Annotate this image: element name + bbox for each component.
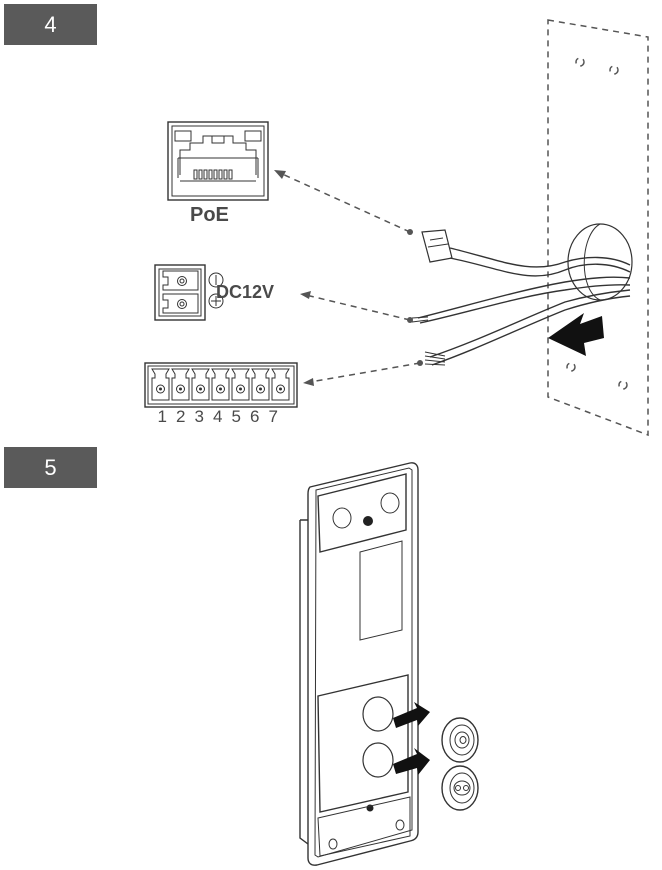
step-5-badge: 5: [4, 447, 97, 488]
minus-polarity-icon: [208, 272, 224, 288]
pin-number: 5: [231, 407, 241, 426]
black-arrow-icon: [548, 313, 604, 356]
pin-number: 3: [194, 407, 204, 426]
pin-number: 1: [157, 407, 167, 426]
terminal-pin-slot: [211, 368, 230, 401]
plus-polarity-icon: [208, 293, 224, 309]
cable-bundle-icon: [411, 223, 633, 366]
pin-number: 2: [176, 407, 186, 426]
black-arrow-icon: [393, 748, 430, 775]
terminal-pin-slot: [151, 368, 170, 401]
terminal-pin-slot: [271, 368, 290, 401]
terminal-pin-slot: [251, 368, 270, 401]
dc12v-label: DC12V: [216, 282, 275, 302]
rj45-port-icon: [167, 121, 269, 201]
pin-number: 7: [268, 407, 278, 426]
pin-number: 4: [213, 407, 223, 426]
step-4-badge: 4: [4, 4, 97, 45]
terminal-pin-slot: [191, 368, 210, 401]
poe-label: PoE: [190, 204, 229, 226]
rubber-grommet-icon: [441, 717, 479, 763]
dc-power-terminal-icon: [154, 264, 224, 321]
mounting-plate-outline-icon: [547, 19, 649, 437]
leader-lines: [274, 170, 423, 386]
device-back-panel-icon: [299, 462, 419, 866]
black-arrow-icon: [393, 702, 430, 728]
terminal-pin-slot: [231, 368, 250, 401]
terminal-pin-numbers: 1 2 3 4 5 6 7: [153, 407, 283, 427]
pin-number: 6: [250, 407, 260, 426]
rubber-grommet-icon: [441, 765, 479, 811]
terminal-pin-slot: [171, 368, 190, 401]
7-pin-terminal-block-icon: [144, 362, 298, 408]
